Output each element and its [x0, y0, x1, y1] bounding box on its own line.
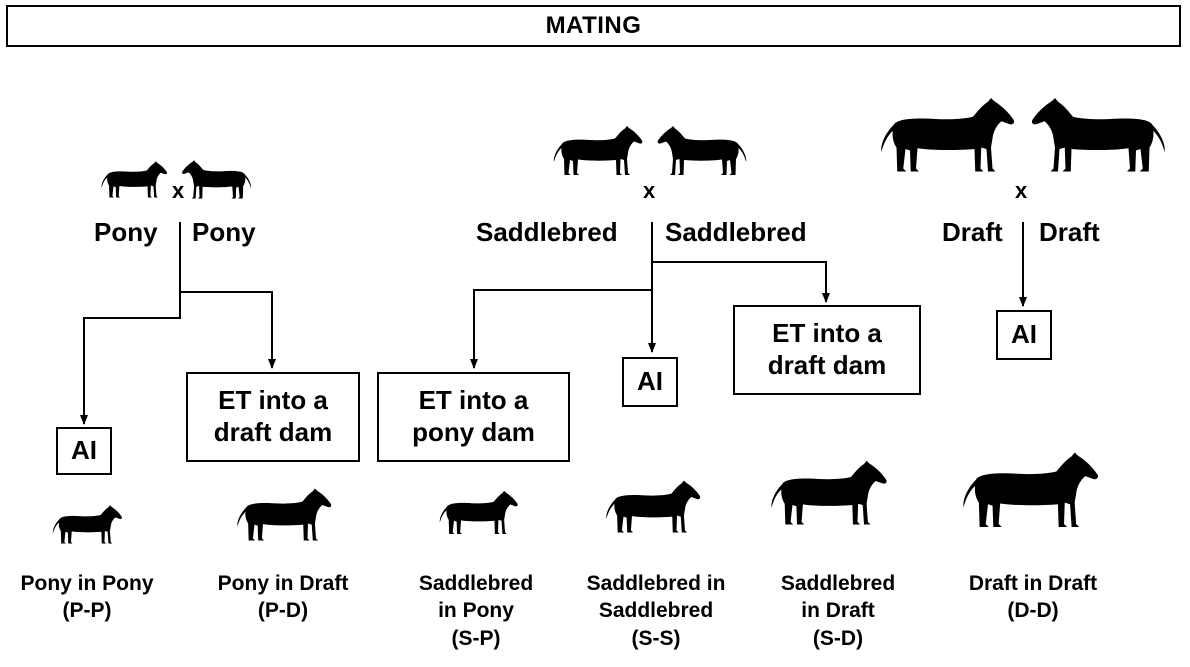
outcome-label-line2: in Draft	[801, 599, 875, 623]
saddlebred-et-draft-line1: ET into a	[772, 318, 882, 349]
outcome-pony-in-pony: Pony in Pony (P-P)	[2, 570, 172, 625]
draft-parent-silhouette-right	[1032, 98, 1165, 172]
pony-in-pony-silhouette	[52, 505, 122, 544]
pony-ai-box: AI	[56, 427, 112, 475]
outcome-label-line1: Draft in Draft	[968, 572, 1098, 595]
pony-dam-label: Pony	[192, 217, 256, 247]
saddlebred-in-pony-silhouette	[439, 490, 518, 534]
pony-branch-lines	[80, 222, 276, 425]
outcome-label-line3: (S-D)	[812, 626, 864, 650]
outcome-label-line2: (D-D)	[1007, 599, 1059, 623]
pony-cross-symbol: x	[172, 178, 185, 203]
draft-in-draft-silhouette	[963, 452, 1099, 527]
saddlebred-et-draft-line2: draft dam	[767, 350, 887, 380]
outcome-saddlebred-in-draft: Saddlebred in Draft (S-D)	[758, 570, 918, 652]
saddlebred-parent-silhouette-left	[553, 126, 643, 175]
diagram-title: MATING	[6, 5, 1181, 47]
outcome-saddlebred-in-pony: Saddlebred in Pony (S-P)	[396, 570, 556, 652]
outcome-label-line1: Saddlebred in	[586, 572, 726, 595]
pony-parent-silhouette-left	[101, 161, 168, 198]
outcome-label-line1: Pony in Pony	[20, 572, 154, 595]
saddlebred-et-pony-line2: pony dam	[412, 417, 535, 447]
outcome-draft-in-draft: Draft in Draft (D-D)	[948, 570, 1118, 625]
pony-in-draft-silhouette	[237, 488, 332, 541]
draft-parent-silhouette-left	[881, 98, 1015, 172]
outcome-label-line2: in Pony	[438, 599, 514, 623]
outcome-label-line1: Saddlebred	[780, 572, 896, 595]
outcome-label-line2: Saddlebred	[598, 599, 714, 623]
outcome-saddlebred-in-saddlebred: Saddlebred in Saddlebred (S-S)	[568, 570, 744, 652]
draft-dam-label: Draft	[1039, 217, 1100, 247]
saddlebred-in-draft-silhouette	[771, 460, 887, 525]
pony-et-draft-line2: draft dam	[213, 417, 333, 447]
saddlebred-in-saddlebred-silhouette	[606, 480, 701, 533]
outcome-label-line2: (P-D)	[257, 599, 309, 623]
saddlebred-branch-lines	[470, 222, 830, 369]
pony-et-draft-line1: ET into a	[218, 385, 328, 416]
saddlebred-et-pony-box: ET into a pony dam	[377, 372, 570, 462]
outcome-label-line1: Pony in Draft	[217, 572, 349, 595]
draft-ai-box: AI	[996, 310, 1052, 360]
saddlebred-et-draft-box: ET into a draft dam	[733, 305, 921, 395]
pony-sire-label: Pony	[94, 217, 158, 247]
outcome-label-line2: (P-P)	[62, 599, 112, 623]
saddlebred-sire-label: Saddlebred	[476, 217, 618, 247]
saddlebred-dam-label: Saddlebred	[665, 217, 807, 247]
pony-et-draft-box: ET into a draft dam	[186, 372, 360, 462]
draft-cross-symbol: x	[1015, 178, 1028, 203]
saddlebred-cross-symbol: x	[643, 178, 656, 203]
outcome-label-line3: (S-S)	[631, 626, 681, 650]
draft-sire-label: Draft	[942, 217, 1003, 247]
outcome-pony-in-draft: Pony in Draft (P-D)	[198, 570, 368, 625]
pony-parent-silhouette-right	[182, 160, 251, 198]
outcome-label-line3: (S-P)	[451, 626, 501, 650]
saddlebred-et-pony-line1: ET into a	[418, 385, 529, 416]
outcome-label-line1: Saddlebred	[418, 572, 534, 595]
saddlebred-parent-silhouette-right	[658, 126, 747, 175]
saddlebred-ai-box: AI	[622, 357, 678, 407]
